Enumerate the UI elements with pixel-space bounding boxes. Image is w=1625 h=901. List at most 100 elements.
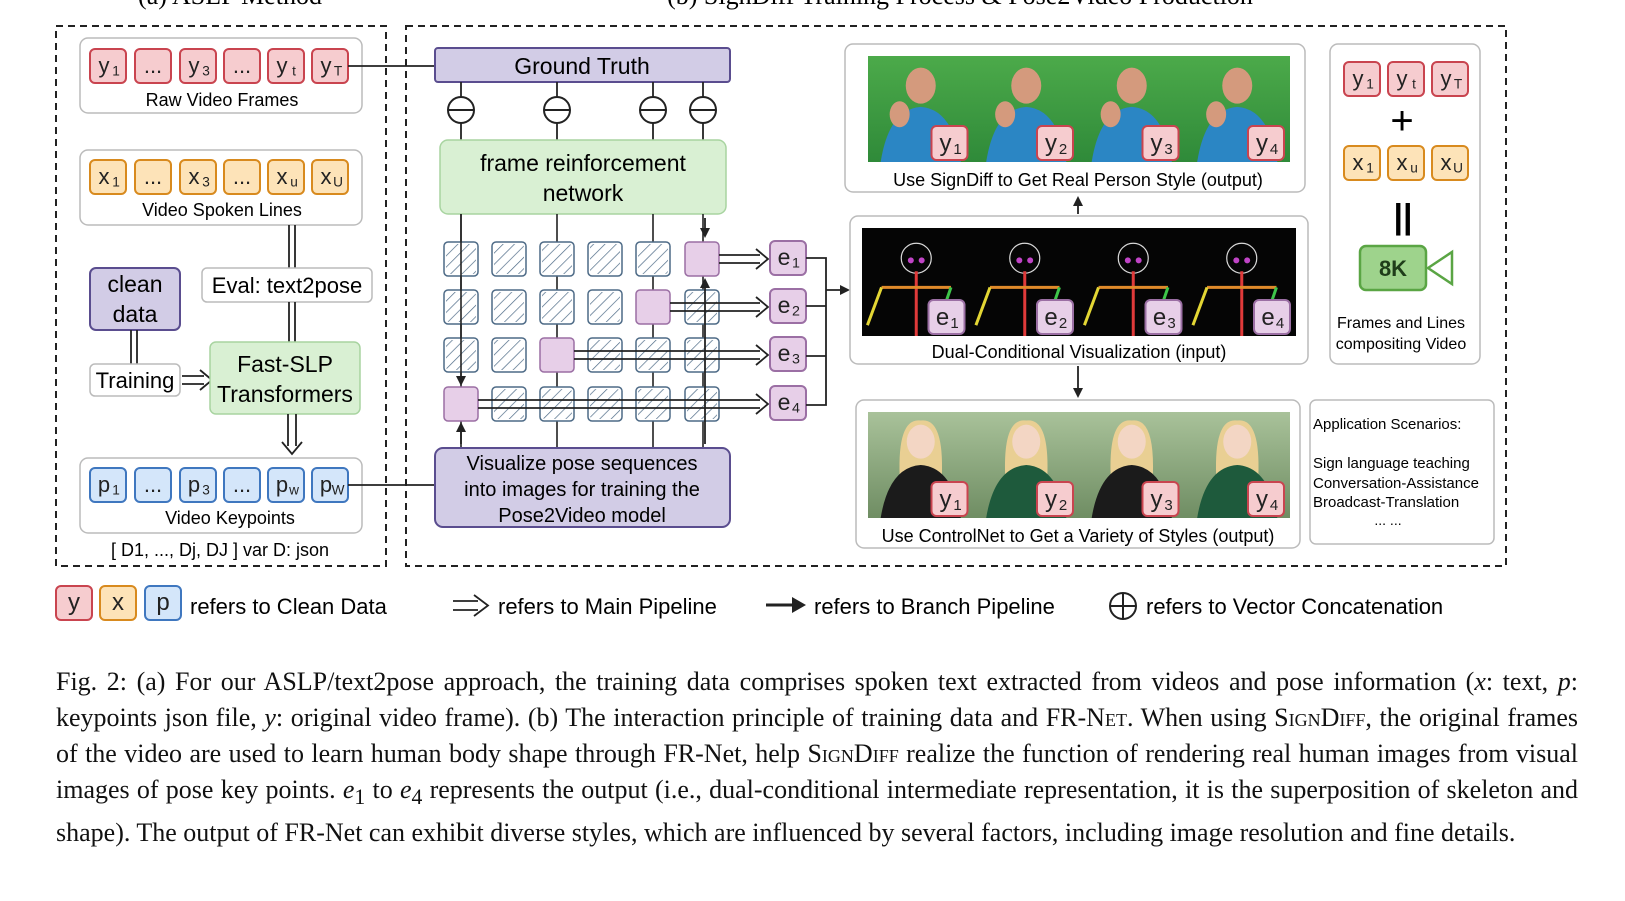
raw-token-1: ... (134, 48, 172, 84)
frn-line1: frame reinforcement (480, 150, 686, 176)
grid-cell-active (635, 289, 671, 325)
grid-cell (539, 386, 575, 422)
legend-token-0-label: y (68, 589, 80, 616)
real-tag-sub-2: 3 (1164, 141, 1172, 158)
concat-icon-1 (543, 82, 571, 140)
visualize-line2: into images for training the (464, 479, 700, 501)
kp-token-3: ... (223, 467, 261, 503)
spoken-token-4-label: x (277, 164, 288, 189)
legend-branch-label: refers to Branch Pipeline (814, 594, 1055, 619)
compose-caption-line1: Frames and Lines (1337, 315, 1465, 332)
main-pipeline-icon (453, 594, 490, 617)
compose-x-0-sub: 1 (1366, 161, 1374, 176)
keypoints-label: Video Keypoints (165, 508, 295, 528)
grid-cell (587, 386, 623, 422)
spoken-token-1-label: ... (144, 164, 162, 189)
grid-cell (635, 241, 671, 277)
compose-x-2-sub: U (1453, 161, 1463, 176)
legend-token-0: y (55, 585, 93, 621)
compose-y-1-label: y (1397, 66, 1408, 91)
e-output-2-label: e (778, 340, 791, 366)
grid-cell-active (684, 241, 720, 277)
grid-cell (491, 337, 527, 373)
left-panel-title: (a) ASLP Method (138, 0, 322, 10)
grid-cell (587, 241, 623, 277)
kp-token-2-sub: 3 (202, 483, 210, 498)
grid-cell (491, 386, 527, 422)
branch-pipeline-icon (766, 597, 806, 613)
compose-caption-line2: compositing Video (1336, 336, 1467, 353)
concat-icon-2 (639, 82, 667, 140)
e-output-2-sub: 3 (792, 352, 800, 368)
caption-part-9: represents the output (i.e., dual-condit… (56, 775, 1578, 848)
spoken-token-0-sub: 1 (112, 175, 120, 190)
e-output-0-label: e (778, 244, 791, 270)
grid-cell (491, 241, 527, 277)
fastslp-down-double-arrow (281, 414, 303, 456)
style-tag-label-3: y (1256, 486, 1268, 513)
concat-icon-3 (689, 82, 717, 140)
dual-tag-sub-2: 3 (1167, 315, 1175, 332)
training-double-arrow (182, 369, 214, 391)
legend-token-2-label: p (156, 589, 169, 616)
row-arrow-1 (670, 296, 770, 318)
row-arrow-3 (478, 393, 770, 415)
dual-conditional-caption: Dual-Conditional Visualization (input) (932, 342, 1227, 362)
kp-token-3-label: ... (233, 472, 251, 497)
frn-line2: network (543, 180, 624, 206)
e-output-0-sub: 1 (792, 256, 800, 272)
kp-token-1-label: ... (144, 472, 162, 497)
grid-cell (539, 289, 575, 325)
legend-concat-label: refers to Vector Concatenation (1146, 594, 1443, 619)
real-tag-label-2: y (1151, 130, 1163, 157)
grid-cell-active (539, 337, 575, 373)
caption-part-5: . When using (1126, 703, 1275, 732)
compose-y-2-label: y (1441, 66, 1452, 91)
json-note: [ D1, ..., Dj, DJ ] var D: json (111, 540, 329, 560)
caption-part-6: , the original frames of the video are u… (56, 703, 1579, 768)
style-tag-sub-0: 1 (953, 497, 961, 514)
compose-x-1-label: x (1397, 150, 1408, 175)
real-tag-sub-3: 4 (1270, 141, 1278, 158)
dual-tag-sub-0: 1 (950, 315, 958, 332)
caption-y: y (264, 703, 276, 732)
caption-part-4: : original video frame). (b) The interac… (275, 703, 1087, 732)
grid-cell (684, 289, 720, 325)
e-output-1-sub: 2 (792, 304, 800, 320)
raw-token-0-label: y (99, 53, 110, 78)
grid-cell (587, 289, 623, 325)
visualize-line3: Pose2Video model (498, 505, 666, 527)
legend-token-1: x (99, 585, 137, 621)
